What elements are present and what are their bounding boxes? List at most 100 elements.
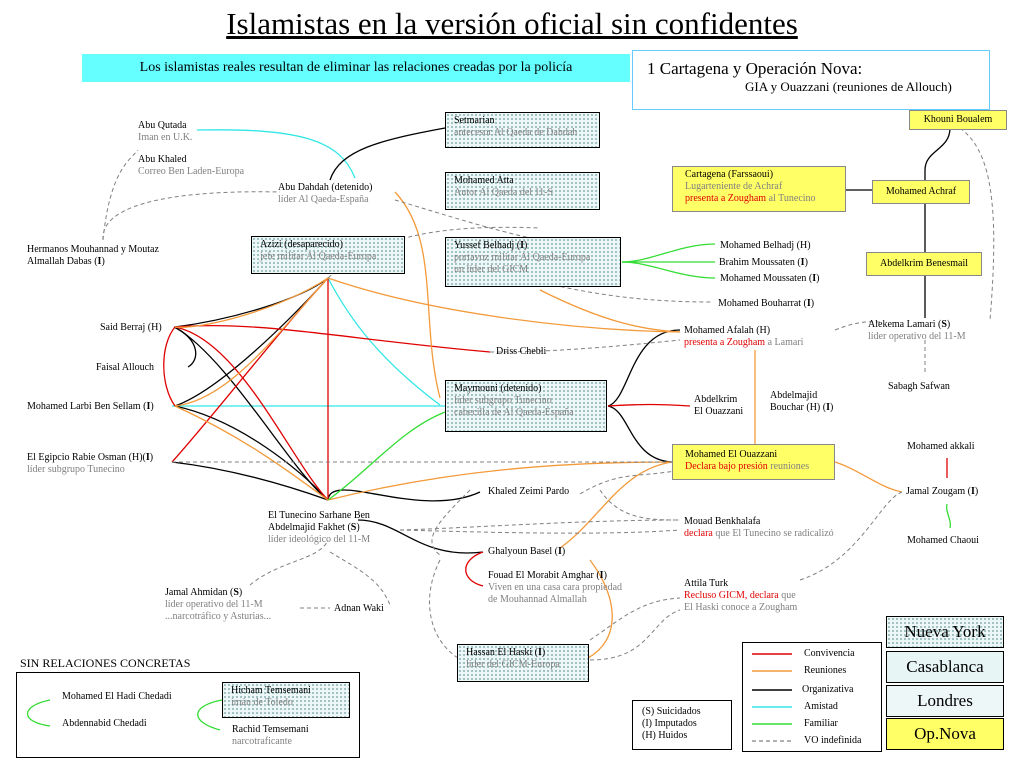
person-abdelmajid: Abdelmajid Bouchar (H) (I) xyxy=(770,390,834,413)
link-egipcio-tunecino-black xyxy=(171,461,329,501)
link-dashed-5 xyxy=(489,339,681,353)
link-larbi-tunecino-black xyxy=(174,405,329,501)
person-fouad: Fouad El Morabit Amghar (I) Viven en una… xyxy=(488,570,623,605)
link-dashed-1 xyxy=(102,149,139,241)
link-azizi-larbi-orange xyxy=(174,277,329,407)
box-achraf: Mohamed Achraf xyxy=(872,180,970,204)
person-abu-khaled: Abu Khaled Correo Ben Laden-Europa xyxy=(138,154,245,177)
link-dahdah-maymouni xyxy=(394,191,441,399)
city-londres: Londres xyxy=(886,685,1004,717)
person-said-berraj: Said Berraj (H) xyxy=(100,322,162,333)
person-larbi: Mohamed Larbi Ben Sellam (I) xyxy=(27,401,154,412)
link-dashed-13 xyxy=(599,489,681,521)
person-hermanos: Hermanos Mouhannad y Moutaz Almallah Dab… xyxy=(27,244,159,267)
abbrev-suicidados: (S) Suicidados xyxy=(642,706,701,717)
link-dashed-22 xyxy=(327,226,541,279)
link-dashed-17 xyxy=(799,491,903,581)
person-abu-qutada: Abu Qutada Iman en U.K. xyxy=(138,120,193,143)
case-subtitle: GIA y Ouazzani (reuniones de Allouch) xyxy=(745,79,952,94)
person-egipcio: El Egipcio Rabie Osman (H)(I) líder subg… xyxy=(27,452,154,475)
link-temsemani xyxy=(197,699,223,731)
link-dashed-10 xyxy=(329,551,391,606)
legend-label-convivencia: Convivencia xyxy=(804,648,855,659)
link-maymouni-afalah xyxy=(607,329,681,407)
link-belhadj-afalah-orange xyxy=(539,289,681,333)
case-box: 1 Cartagena y Operación Nova: GIA y Ouaz… xyxy=(632,50,990,110)
person-abu-dahdah: Abu Dahdah (detenido) líder Al Qaeda-Esp… xyxy=(278,182,373,205)
link-dashed-15 xyxy=(589,597,681,641)
link-qutada-tunecino-friend xyxy=(196,129,356,179)
link-said-tunecino-red xyxy=(174,326,329,501)
link-dashed-12 xyxy=(579,469,681,495)
case-title: 1 Cartagena y Operación Nova: xyxy=(647,59,863,78)
link-azizi-egipcio-red xyxy=(171,277,329,463)
person-rachid-temsemani: Rachid Temsemani narcotraficante xyxy=(232,724,309,747)
legend-label-vo-indefinida: VO indefinida xyxy=(804,735,862,746)
line-legend-swatches xyxy=(752,653,792,742)
person-mohamed-moussaten: Mohamed Moussaten (I) xyxy=(720,273,820,284)
box-atta: Mohamed Atta Autor Al Qaeda del 11-S xyxy=(445,172,600,210)
person-abdennabid-chedadi: Abdennabid Chedadi xyxy=(62,718,147,729)
link-dashed-16 xyxy=(589,609,681,661)
box-cartagena: Cartagena (Farssaoui) Lugarteniente de A… xyxy=(672,166,846,212)
abbrev-imputados: (I) Imputados xyxy=(642,718,697,729)
legend-label-amistad: Amistad xyxy=(804,701,838,712)
box-yussef-belhadj: Yussef Belhadj (I) portavoz militar Al Q… xyxy=(445,237,621,287)
link-dashed-14 xyxy=(429,559,459,659)
person-mouad: Mouad Benkhalafa declara que El Tunecino… xyxy=(684,516,834,539)
link-dashed-2 xyxy=(102,191,281,241)
person-zougam: Jamal Zougam (I) xyxy=(906,486,979,497)
no-relations-box xyxy=(16,672,360,758)
person-abdelkrim: Abdelkrim El Ouazzani xyxy=(694,394,744,417)
link-chedadi xyxy=(27,699,51,727)
link-belhadj-family-3 xyxy=(621,261,716,279)
link-tunecino-khaled xyxy=(327,489,481,502)
person-lamari: Alekema Lamari (S) líder operativo del 1… xyxy=(868,319,966,342)
person-brahim: Brahim Moussaten (I) xyxy=(719,257,808,268)
link-azizi-maymouni-friend xyxy=(327,277,441,406)
link-maymouni-abdelkrim xyxy=(607,403,691,407)
person-sabagh: Sabagh Safwan xyxy=(888,381,950,392)
link-belhadj-family-1 xyxy=(621,243,716,263)
link-said-driss-red xyxy=(174,324,491,353)
abbrev-box xyxy=(632,700,732,750)
link-azizi-larbi-black xyxy=(174,277,329,407)
city-casablanca: Casablanca xyxy=(886,651,1004,683)
person-bouharrat: Mohamed Bouharrat (I) xyxy=(718,298,815,309)
person-adnan: Adnan Waki xyxy=(334,603,384,614)
legend-label-reuniones: Reuniones xyxy=(804,665,847,676)
box-setmarian: Setmarian antecesor Al Qaeda de Dahdah xyxy=(445,112,600,148)
link-tunecino-ghalyoun xyxy=(357,519,484,554)
link-tunecino-maymouni-green xyxy=(327,411,446,501)
box-el-ouazzani: Mohamed El Ouazzani Declara bajo presión… xyxy=(672,444,835,480)
link-dashed-8 xyxy=(399,529,681,534)
banner: Los islamistas reales resultan de elimin… xyxy=(82,54,630,82)
no-relations-heading: SIN RELACIONES CONCRETAS xyxy=(20,656,191,670)
link-ghalyoun-maymouni xyxy=(559,461,673,549)
person-tunecino: El Tunecino Sarhane Ben Abdelmajid Fakhe… xyxy=(268,510,371,545)
person-afalah: Mohamed Afalah (H) presenta a Zougham a … xyxy=(684,325,804,348)
abbrev-huidos: (H) Huidos xyxy=(642,730,688,741)
link-dashed-9 xyxy=(249,539,329,586)
link-dashed-21 xyxy=(431,489,471,556)
box-maymouni: Maymouni (detenido) líder subgrupo Tunec… xyxy=(445,380,607,432)
person-faisal: Faisal Allouch xyxy=(96,362,155,373)
diagram-title: Islamistas en la versión oficial sin con… xyxy=(226,6,798,41)
link-haski-ghalyoun xyxy=(587,559,613,659)
line-legend-box xyxy=(742,642,882,752)
city-op-nova: Op.Nova xyxy=(886,718,1004,750)
legend-label-organizativa: Organizativa xyxy=(802,684,854,695)
box-hassan-haski: Hassan El Haski (I) líder del GICM-Europ… xyxy=(457,644,589,682)
link-maymouni-ouazzani xyxy=(607,405,673,463)
link-zougam-chaoui xyxy=(945,503,952,529)
link-said-tunecino-black xyxy=(174,326,329,501)
link-dashed-7 xyxy=(399,519,681,531)
link-dahdah-setmarian xyxy=(329,127,446,181)
link-khouni-achraf xyxy=(924,127,951,182)
link-larbi-tunecino-orange xyxy=(174,405,329,501)
person-akkali: Mohamed akkali xyxy=(907,441,975,452)
link-ghalyoun-fouad xyxy=(465,551,484,587)
link-ouazzani-zougam xyxy=(834,461,903,493)
person-hadi-chedadi: Mohamed El Hadi Chedadi xyxy=(62,691,172,702)
